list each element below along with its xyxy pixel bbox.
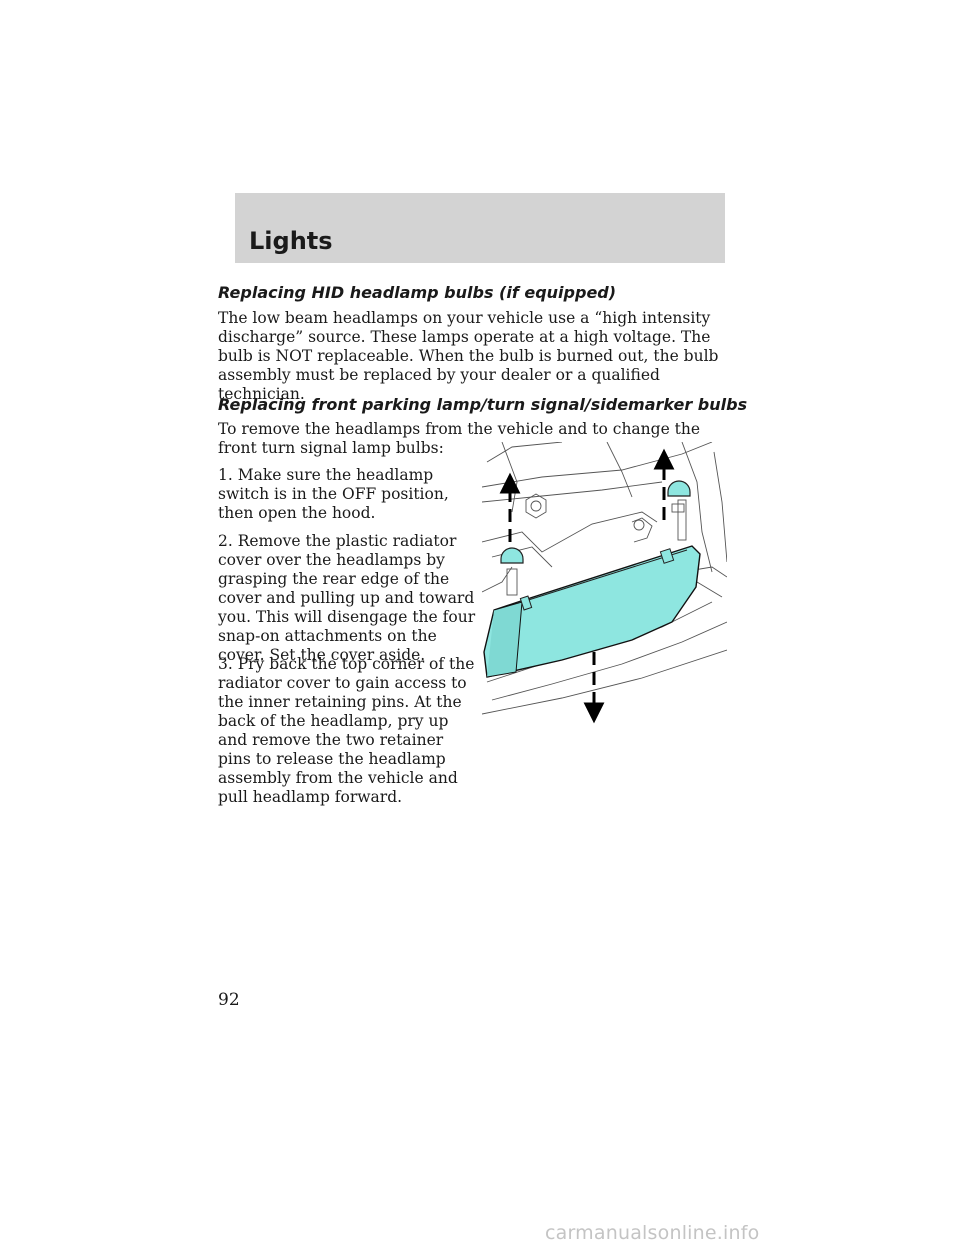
section-title: Lights	[249, 227, 333, 255]
step-1: 1. Make sure the headlamp switch is in t…	[218, 466, 449, 522]
hid-body: The low beam headlamps on your vehicle u…	[218, 309, 719, 403]
headlamp-assembly	[483, 545, 701, 678]
hid-heading: Replacing HID headlamp bulbs (if equippe…	[218, 283, 617, 302]
retainer-pin-left-icon	[500, 547, 524, 564]
retainer-pin-right-icon	[667, 480, 691, 497]
watermark[interactable]: carmanualsonline.info	[545, 1222, 760, 1244]
page-number: 92	[218, 990, 240, 1010]
parking-heading: Replacing front parking lamp/turn signal…	[218, 395, 748, 414]
step-2: 2. Remove the plastic radiator cover ove…	[218, 532, 476, 664]
headlamp-removal-illustration	[482, 442, 727, 724]
step-3: 3. Pry back the top corner of the radiat…	[218, 655, 475, 806]
parking-intro: To remove the headlamps from the vehicle…	[218, 420, 701, 457]
section-header-band: Lights	[235, 193, 725, 263]
